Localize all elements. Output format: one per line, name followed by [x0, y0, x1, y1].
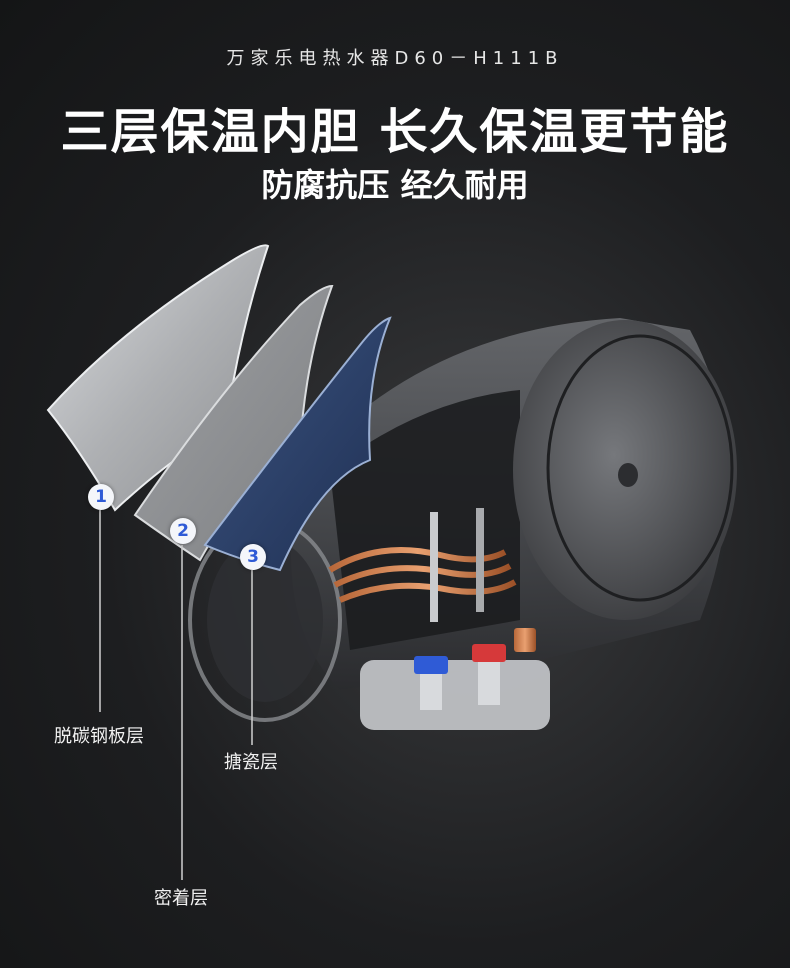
water-fittings: [360, 628, 550, 730]
layer-label-enamel: 搪瓷层: [224, 752, 278, 773]
headline: 三层保温内胆 长久保温更节能: [60, 104, 730, 160]
layer-marker-3: 3: [240, 544, 266, 570]
layer-label-adhesion: 密着层: [154, 888, 208, 909]
enamel-layer: [203, 316, 392, 572]
decarburized-steel-layer: [46, 244, 270, 512]
tank-body: [188, 318, 737, 722]
layer-marker-2: 2: [170, 518, 196, 544]
layer-marker-1: 1: [88, 484, 114, 510]
subheadline: 防腐抗压 经久耐用: [261, 166, 529, 204]
heating-coil: [328, 508, 517, 622]
model-line: 万家乐电热水器D60－H111B: [226, 48, 564, 69]
adhesion-layer: [133, 284, 334, 562]
layer-label-steel: 脱碳钢板层: [54, 726, 144, 747]
